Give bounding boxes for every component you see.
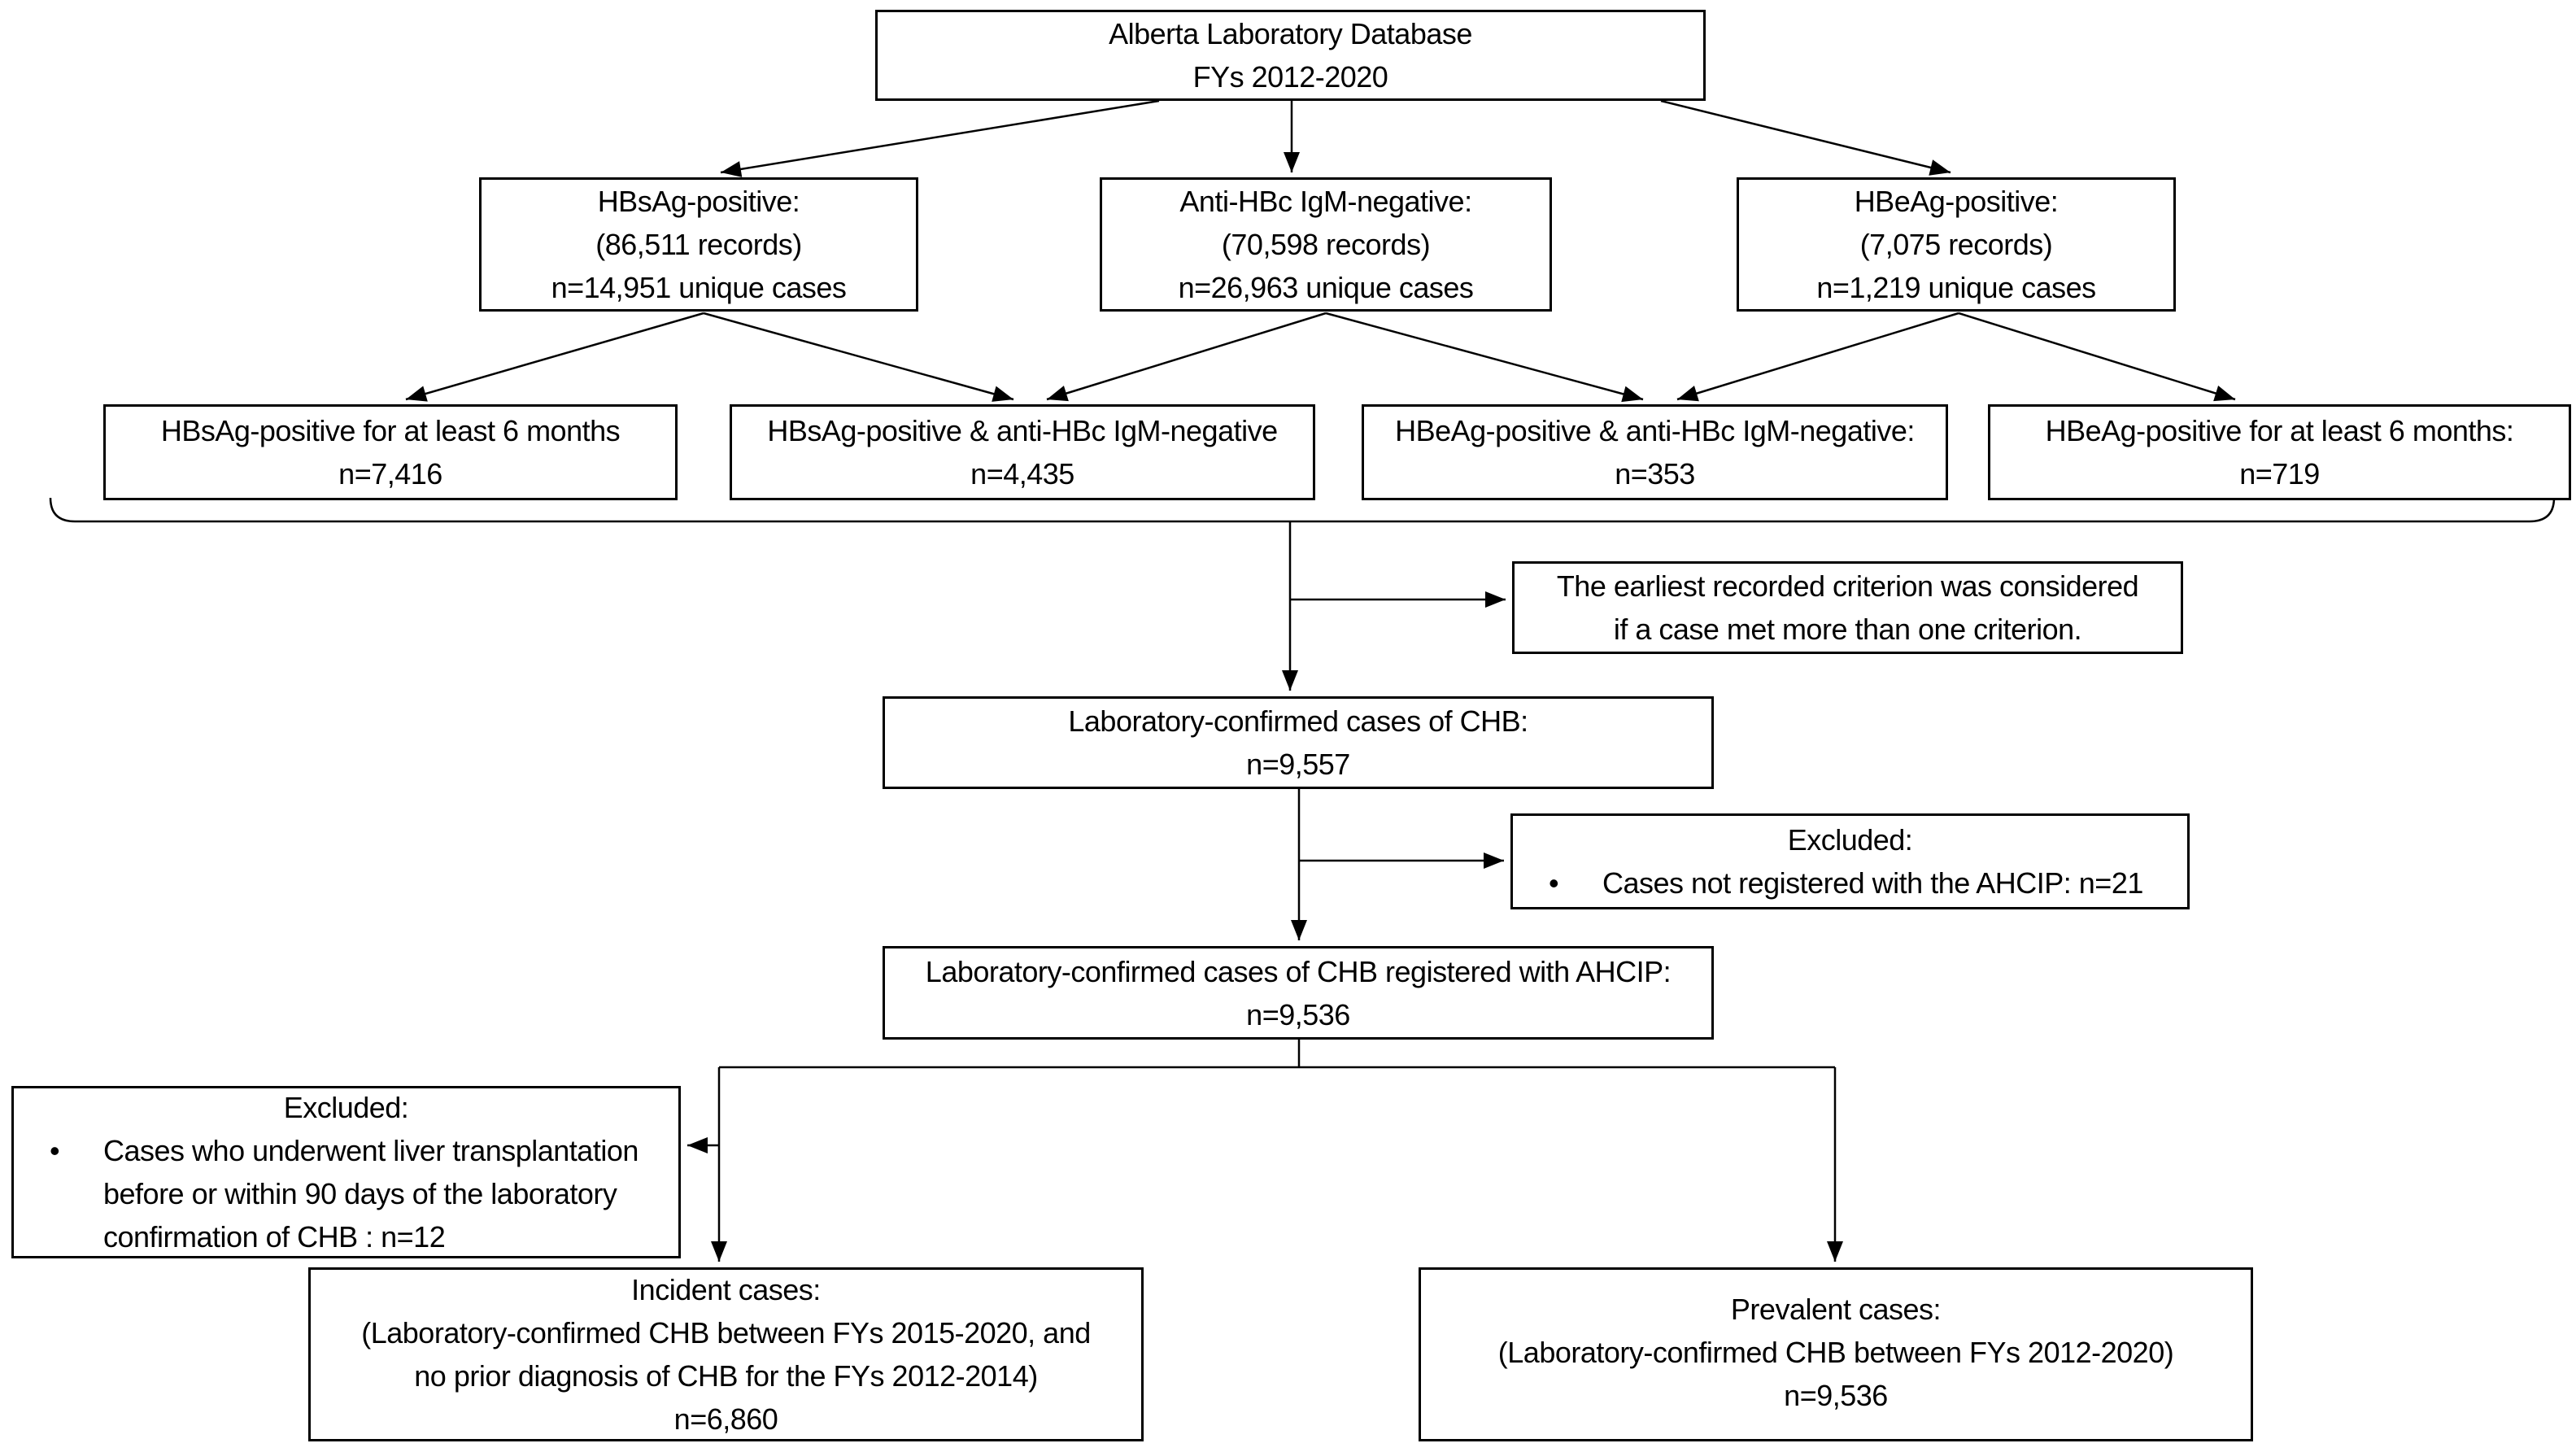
box-hbeag-antihbc-combo: HBeAg-positive & anti-HBc IgM-negative: …: [1362, 404, 1948, 500]
box-text-line: n=719: [2239, 457, 2320, 491]
box-text-line: Incident cases:: [631, 1273, 821, 1306]
box-prevalent-cases: Prevalent cases: (Laboratory-confirmed C…: [1419, 1267, 2253, 1441]
box-text-line: The earliest recorded criterion was cons…: [1556, 569, 2139, 603]
box-text-line: n=14,951 unique cases: [551, 271, 847, 304]
box-hbsag-antihbc-combo: HBsAg-positive & anti-HBc IgM-negative n…: [730, 404, 1315, 500]
box-note-earliest-criterion: The earliest recorded criterion was cons…: [1512, 561, 2183, 654]
arrow-hbsag-to-combo: [703, 312, 1014, 402]
bullet-icon: •: [50, 1134, 60, 1167]
box-text-line: Cases who underwent liver transplantatio…: [103, 1134, 639, 1167]
box-text-line: (Laboratory-confirmed CHB between FYs 20…: [361, 1316, 1091, 1350]
bracket-line: [49, 497, 2556, 523]
arrow-top-to-hbeag: [1660, 99, 1951, 176]
box-lab-confirmed-registered-ahcip: Laboratory-confirmed cases of CHB regist…: [883, 946, 1714, 1040]
box-text-line: (Laboratory-confirmed CHB between FYs 20…: [1497, 1336, 2174, 1369]
box-text-line: HBeAg-positive:: [1854, 185, 2059, 218]
box-text-line: (86,511 records): [595, 228, 802, 261]
box-text-line: Anti-HBc IgM-negative:: [1179, 185, 1472, 218]
box-text-line: Excluded:: [283, 1091, 409, 1124]
box-excluded-not-registered-ahcip: Excluded: • Cases not registered with th…: [1510, 813, 2190, 909]
box-text-line: FYs 2012-2020: [1192, 60, 1388, 94]
box-text-line: Excluded:: [1787, 823, 1913, 857]
box-text-line: before or within 90 days of the laborato…: [103, 1177, 617, 1210]
bullet-row: • Cases who underwent liver transplantat…: [14, 1129, 678, 1258]
box-text-line: Prevalent cases:: [1730, 1293, 1942, 1326]
box-hbsag-positive: HBsAg-positive: (86,511 records) n=14,95…: [479, 177, 918, 312]
box-text-line: Cases not registered with the AHCIP: n=2…: [1602, 866, 2143, 900]
box-hbeag-positive: HBeAg-positive: (7,075 records) n=1,219 …: [1737, 177, 2176, 312]
box-text-line: Alberta Laboratory Database: [1109, 17, 1472, 50]
arrow-hbeag-to-6months: [1958, 312, 2236, 402]
box-lab-confirmed-chb: Laboratory-confirmed cases of CHB: n=9,5…: [883, 696, 1714, 789]
box-hbeag-6months: HBeAg-positive for at least 6 months: n=…: [1988, 404, 2571, 500]
box-text-line: n=9,557: [1246, 748, 1350, 781]
box-text-line: confirmation of CHB : n=12: [103, 1220, 446, 1254]
arrow-hbsag-to-6months: [405, 312, 704, 402]
box-text-line: n=353: [1615, 457, 1695, 491]
bullet-icon: •: [1549, 866, 1559, 900]
box-hbsag-6months: HBsAg-positive for at least 6 months n=7…: [103, 404, 678, 500]
box-text-line: n=7,416: [338, 457, 442, 491]
box-text-line: n=9,536: [1246, 997, 1350, 1031]
box-text-line: n=1,219 unique cases: [1816, 271, 2096, 304]
box-text-line: Laboratory-confirmed cases of CHB regist…: [925, 954, 1672, 988]
box-text-line: HBeAg-positive & anti-HBc IgM-negative:: [1395, 414, 1915, 447]
box-text-line: n=9,536: [1784, 1379, 1888, 1412]
arrow-antihbc-to-combo1: [1046, 312, 1327, 402]
box-text-line: n=4,435: [970, 457, 1074, 491]
box-text-line: HBeAg-positive for at least 6 months:: [2045, 414, 2514, 447]
box-text-line: (70,598 records): [1221, 228, 1431, 261]
box-text-line: HBsAg-positive:: [597, 185, 800, 218]
box-text-line: n=6,860: [673, 1402, 778, 1436]
box-text-line: HBsAg-positive for at least 6 months: [160, 414, 621, 447]
box-excluded-liver-transplant: Excluded: • Cases who underwent liver tr…: [11, 1086, 681, 1258]
box-alberta-laboratory-database: Alberta Laboratory Database FYs 2012-202…: [875, 10, 1706, 101]
arrow-hbeag-to-combo: [1676, 312, 1959, 402]
box-text-line: no prior diagnosis of CHB for the FYs 20…: [414, 1359, 1038, 1393]
box-text-line: n=26,963 unique cases: [1178, 271, 1474, 304]
arrow-antihbc-to-combo2: [1325, 312, 1644, 403]
box-text-line: Laboratory-confirmed cases of CHB:: [1068, 704, 1528, 738]
box-text-line: HBsAg-positive & anti-HBc IgM-negative: [767, 414, 1278, 447]
box-text-line: if a case met more than one criterion.: [1613, 613, 2082, 646]
bullet-row: • Cases not registered with the AHCIP: n…: [1513, 861, 2187, 905]
box-anti-hbc-igm-negative: Anti-HBc IgM-negative: (70,598 records) …: [1100, 177, 1552, 312]
box-text-line: (7,075 records): [1859, 228, 2053, 261]
box-incident-cases: Incident cases: (Laboratory-confirmed CH…: [308, 1267, 1144, 1441]
arrow-top-to-hbsag: [720, 99, 1160, 177]
